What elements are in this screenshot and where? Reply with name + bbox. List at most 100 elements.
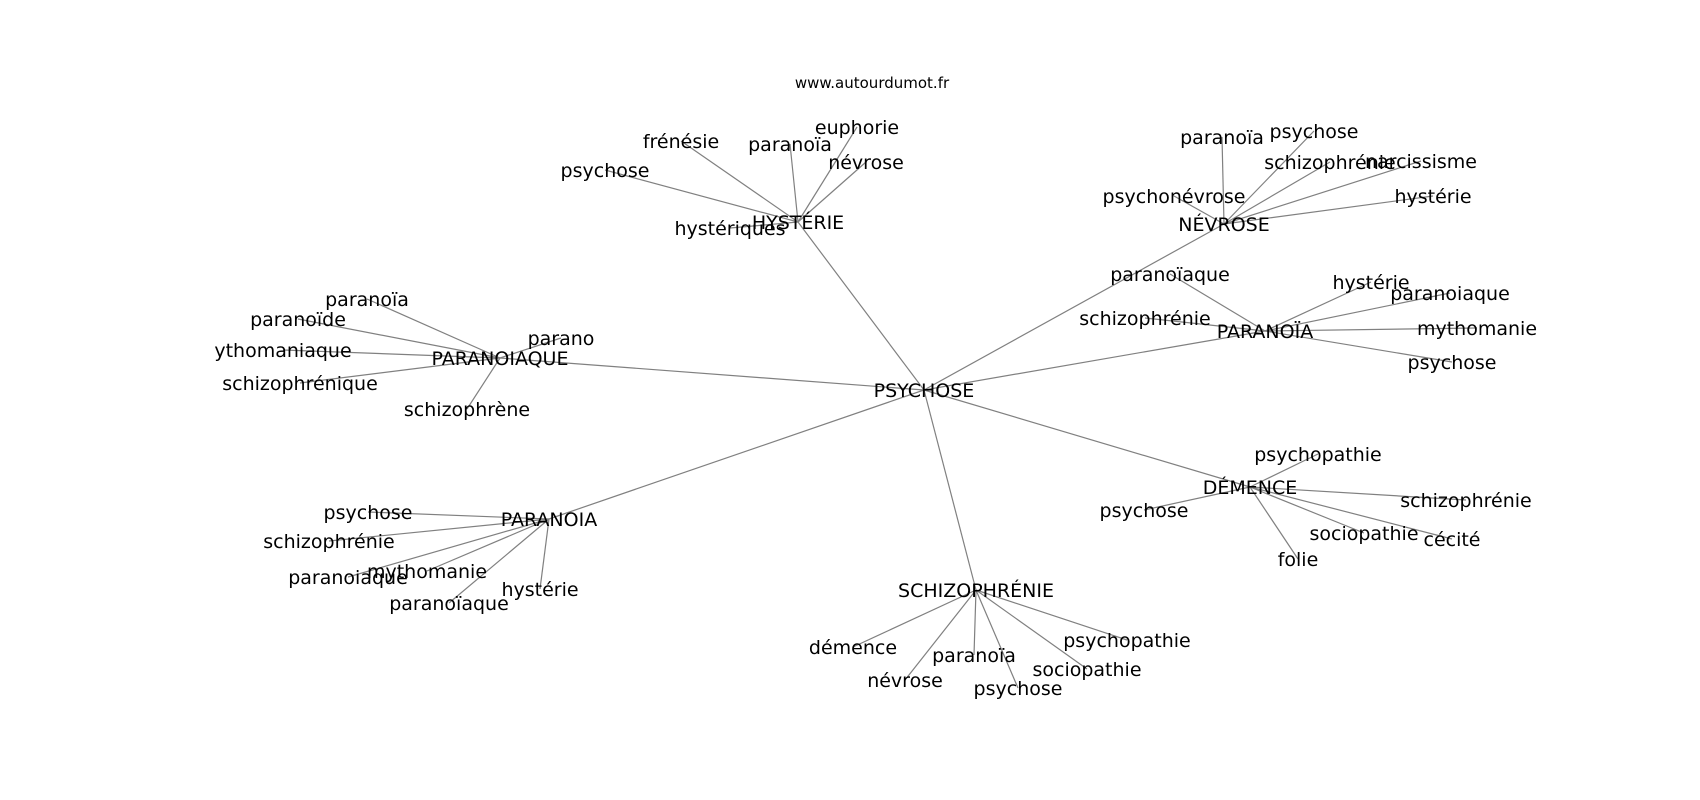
leaf-node-nevrose[interactable]: névrose [867,670,943,692]
leaf-node-mythomanie[interactable]: mythomanie [1417,318,1537,340]
edge-root-hysterie [797,221,925,391]
edge-paranoia-hysterie [539,518,550,590]
edge-schizophrenie-demence [852,589,977,648]
leaf-node-schizophrenie[interactable]: schizophrénie [263,531,394,553]
edge-paranoia-paranoiaque [1264,292,1451,332]
edge-demence-sociopathie [1249,486,1365,534]
edge-paranoiaque-paranoide [297,318,501,359]
leaf-node-demence[interactable]: démence [809,637,897,659]
hub-node-hysterie[interactable]: HYSTÉRIE [752,211,844,234]
leaf-node-hysterie[interactable]: hystérie [1394,186,1471,208]
edge-paranoia-schizophrenie [328,518,550,542]
leaf-node-mythomanie[interactable]: mythomanie [367,561,487,583]
graph-labels: PSYCHOSEHYSTÉRIEfrénésieeuphorieparanoïa… [214,117,1537,700]
edge-root-nevrose [923,223,1225,391]
leaf-node-paranoia[interactable]: paranoïa [325,289,409,311]
edge-hysterie-frenesie [680,140,799,223]
leaf-node-hysterie[interactable]: hystérie [1332,272,1409,294]
leaf-node-paranoia[interactable]: paranoïa [932,645,1016,667]
leaf-node-paranoiaque[interactable]: paranoiaque [288,567,408,589]
hub-node-demence[interactable]: DÉMENCE [1203,476,1298,499]
leaf-node-psychopathie[interactable]: psychopathie [1254,444,1381,466]
leaf-node-paranoiaque[interactable]: paranoïaque [1110,264,1230,286]
edge-paranoia-psychose [1264,330,1453,363]
leaf-node-hysterie[interactable]: hystérie [501,579,578,601]
edge-paranoia-paranoiaque [347,518,550,578]
leaf-node-paranoide[interactable]: paranoïde [250,309,346,331]
edge-hysterie-nevrose [797,161,867,223]
leaf-node-narcissisme[interactable]: narcissisme [1365,151,1477,173]
leaf-node-sociopathie[interactable]: sociopathie [1309,523,1418,545]
edge-paranoiaque-ythomaniaque [282,349,501,359]
leaf-node-ythomaniaque[interactable]: ythomaniaque [214,340,351,362]
edge-hysterie-psychose [604,169,799,223]
leaf-node-cecite[interactable]: cécité [1424,529,1481,551]
leaf-node-psychose[interactable]: psychose [974,678,1063,700]
edge-hysterie-euphorie [797,126,858,223]
leaf-node-psychose[interactable]: psychose [561,160,650,182]
edge-demence-psychopathie [1249,453,1319,488]
leaf-node-hysteriques[interactable]: hystériques [674,218,785,240]
edge-root-paranoia [548,389,925,520]
root-node[interactable]: PSYCHOSE [874,380,975,402]
leaf-node-euphorie[interactable]: euphorie [815,117,899,139]
edge-nevrose-schizophrenie [1223,161,1331,225]
edge-schizophrenie-nevrose [904,589,977,681]
edge-paranoia-psychose [367,511,550,520]
edge-nevrose-psychose [1223,130,1315,225]
hub-node-paranoia[interactable]: PARANOÏA [1217,320,1313,343]
edge-root-paranoiaque [499,357,925,391]
leaf-node-schizophrenie[interactable]: schizophrénie [1264,152,1395,174]
edge-root-paranoia [923,330,1266,391]
edge-paranoiaque-schizophrene [466,357,501,410]
leaf-node-frenesie[interactable]: frénésie [643,131,719,153]
hub-node-nevrose[interactable]: NÉVROSE [1178,213,1269,236]
edge-nevrose-paranoia [1221,136,1225,225]
edge-paranoiaque-schizophrenique [299,357,501,384]
leaf-node-nevrose[interactable]: névrose [828,152,904,174]
leaf-node-parano[interactable]: parano [528,328,595,350]
leaf-node-folie[interactable]: folie [1278,549,1319,571]
edge-paranoia-schizophrenie [1144,317,1266,332]
source-credit: www.autourdumot.fr [795,74,950,92]
leaf-node-psychopathie[interactable]: psychopathie [1063,630,1190,652]
leaf-node-schizophrene[interactable]: schizophrène [404,399,530,421]
leaf-node-schizophrenie[interactable]: schizophrénie [1079,308,1210,330]
edge-demence-folie [1249,486,1299,560]
edge-nevrose-narcissisme [1223,160,1422,225]
edge-paranoiaque-parano [499,337,562,359]
edge-root-demence [923,389,1251,488]
edge-schizophrenie-psychopathie [975,589,1128,641]
edge-nevrose-hysterie [1223,195,1434,225]
edge-schizophrenie-paranoia [973,589,977,656]
edge-paranoiaque-paranoia [366,298,501,359]
hub-node-paranoia[interactable]: PARANOIA [501,509,597,531]
leaf-node-psychonevrose[interactable]: psychonévrose [1103,186,1246,208]
leaf-node-paranoiaque[interactable]: paranoïaque [389,593,509,615]
graph-edges [282,126,1478,689]
edge-paranoia-hysterie [1264,281,1372,332]
edge-paranoia-paranoiaque [1169,273,1266,332]
edge-paranoia-mythomanie [1264,327,1478,332]
leaf-node-schizophrenie[interactable]: schizophrénie [1400,490,1531,512]
edge-hysterie-hysteriques [729,221,799,229]
edge-nevrose-psychonevrose [1173,195,1225,225]
leaf-node-paranoia[interactable]: paranoïa [1180,127,1264,149]
leaf-node-psychose[interactable]: psychose [1408,352,1497,374]
edge-hysterie-paranoia [789,143,799,223]
edge-schizophrenie-sociopathie [975,589,1088,670]
edge-demence-cecite [1249,486,1453,540]
edge-schizophrenie-psychose [975,589,1019,689]
leaf-node-sociopathie[interactable]: sociopathie [1032,659,1141,681]
edge-paranoia-mythomanie [426,518,550,572]
hub-node-schizophrenie[interactable]: SCHIZOPHRÉNIE [898,579,1054,602]
leaf-node-psychose[interactable]: psychose [1100,500,1189,522]
hub-node-paranoiaque[interactable]: PARANOIAQUE [432,348,569,370]
edge-root-schizophrenie [923,389,977,591]
leaf-node-psychose[interactable]: psychose [1270,121,1359,143]
leaf-node-paranoia[interactable]: paranoïa [748,134,832,156]
leaf-node-schizophrenique[interactable]: schizophrénique [222,373,378,395]
leaf-node-paranoiaque[interactable]: paranoiaque [1390,283,1510,305]
leaf-node-psychose[interactable]: psychose [324,502,413,524]
